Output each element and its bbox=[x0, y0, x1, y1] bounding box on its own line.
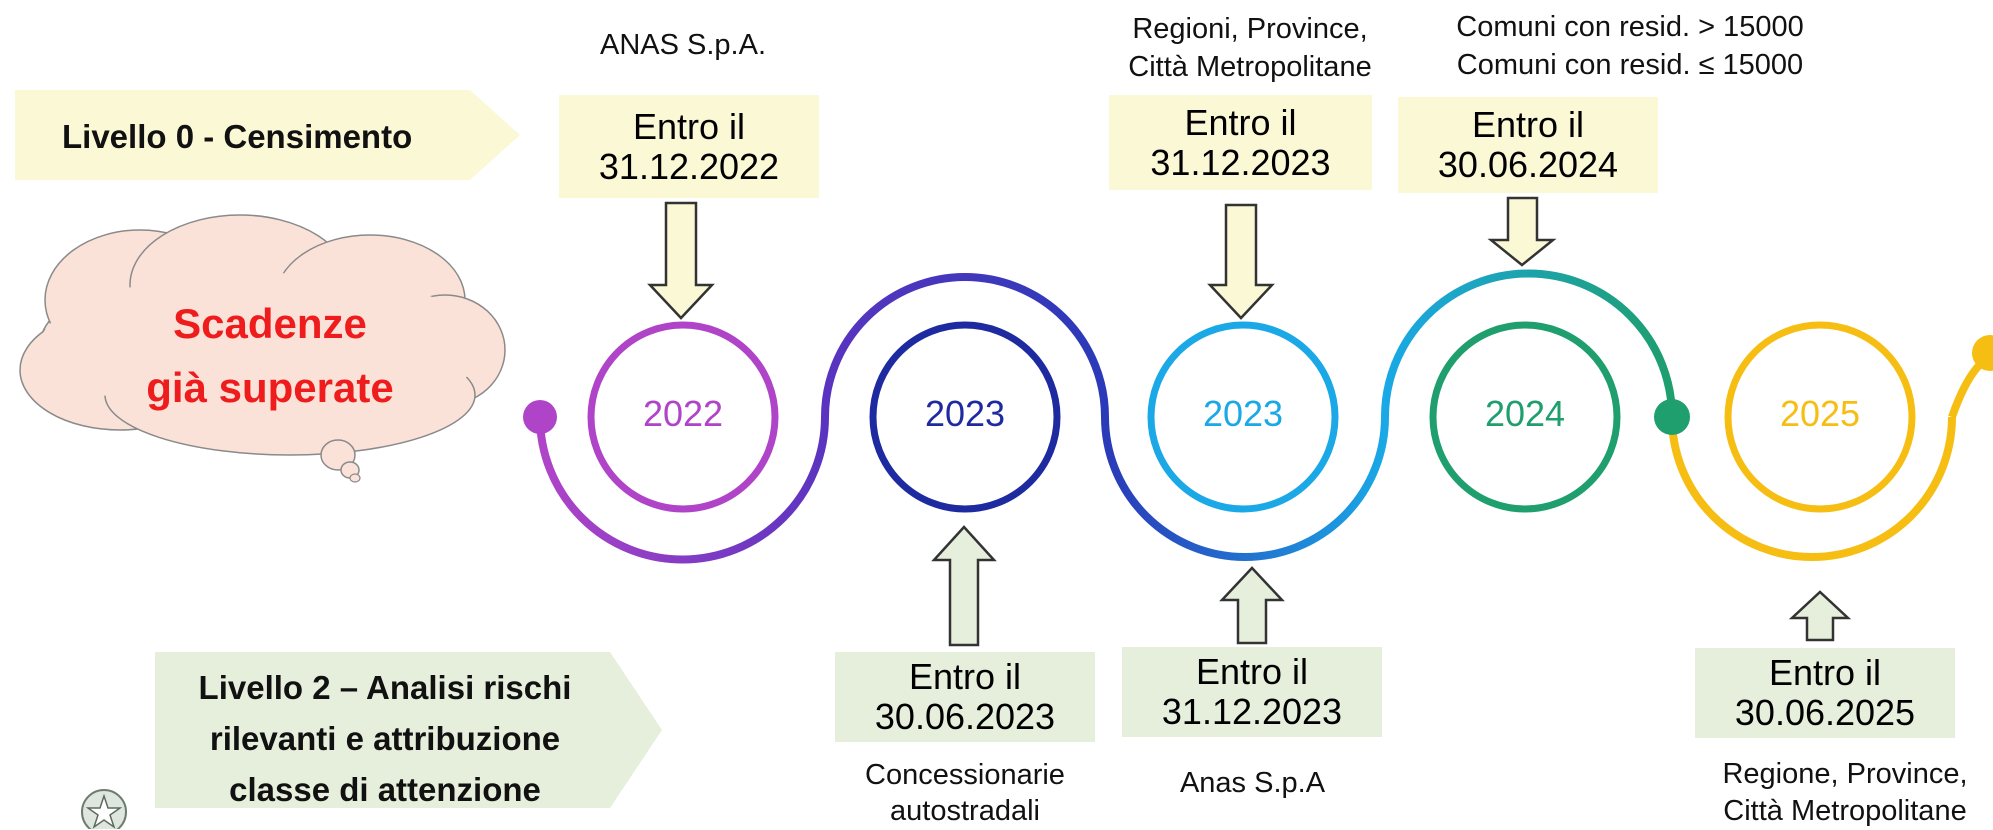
down-arrow-3 bbox=[1487, 196, 1557, 267]
up-arrow-2 bbox=[1219, 566, 1285, 645]
top-deadline-2-line-1: Entro il bbox=[1184, 101, 1297, 143]
top-entity-1: ANAS S.p.A. bbox=[563, 28, 803, 63]
level0-banner bbox=[15, 90, 520, 180]
cloud-line-1: Scadenze bbox=[173, 300, 367, 347]
year-label-2022: 2022 bbox=[642, 393, 724, 434]
timeline-wave-4 bbox=[1381, 269, 1676, 418]
top-entity-2-line-1: Regioni, Province, bbox=[1132, 13, 1368, 45]
bottom-entity-3-line-1: Regione, Province, bbox=[1722, 758, 1968, 790]
level0-label: Livello 0 - Censimento bbox=[62, 118, 413, 155]
bottom-entity-3: Regione, Province, Città Metropolitane bbox=[1700, 756, 1990, 830]
year-circle-2022 bbox=[587, 321, 779, 513]
bottom-deadline-3-line-2: 30.06.2025 bbox=[1734, 692, 1916, 733]
level2-banner bbox=[155, 652, 662, 808]
timeline-end-dot bbox=[1972, 335, 1993, 371]
top-entity-3: Comuni con resid. > 15000 Comuni con res… bbox=[1420, 8, 1840, 84]
cloud-bubble-3 bbox=[349, 473, 361, 483]
top-deadline-1-line-2: 31.12.2022 bbox=[598, 145, 780, 187]
top-deadline-3-line-1: Entro il bbox=[1471, 104, 1585, 145]
top-deadline-1-line-1: Entro il bbox=[632, 105, 746, 147]
up-arrow-3 bbox=[1788, 590, 1852, 642]
year-circle-2025 bbox=[1724, 321, 1916, 513]
bottom-deadline-1-line-1: Entro il bbox=[908, 656, 1022, 697]
level2-line-1: Livello 2 – Analisi rischi bbox=[198, 669, 572, 706]
top-deadline-3-line-2: 30.06.2024 bbox=[1437, 144, 1619, 185]
year-circle-2023b bbox=[1147, 321, 1339, 513]
timeline-wave-3 bbox=[1101, 416, 1389, 561]
up-arrow-1 bbox=[931, 525, 997, 647]
bottom-deadline-1: Entro il 30.06.2023 bbox=[835, 652, 1095, 742]
timeline-wave-2 bbox=[821, 273, 1109, 418]
top-entity-2-line-2: Città Metropolitane bbox=[1128, 51, 1372, 83]
timeline-wave-5 bbox=[1668, 416, 1956, 561]
level2-line-2: rilevanti e attribuzione bbox=[209, 720, 561, 757]
cloud-inner bbox=[40, 273, 490, 417]
bottom-entity-1-line-2: autostradali bbox=[890, 795, 1040, 827]
bottom-entity-3-line-2: Città Metropolitane bbox=[1723, 795, 1967, 827]
cloud-text: Scadenze già superate bbox=[110, 292, 430, 420]
year-circle-2024 bbox=[1429, 321, 1621, 513]
bottom-deadline-2-line-2: 31.12.2023 bbox=[1161, 691, 1343, 732]
bottom-entity-2-line-1: Anas S.p.A bbox=[1179, 767, 1326, 799]
timeline-wave-1 bbox=[536, 416, 829, 564]
down-arrow-1 bbox=[647, 201, 715, 320]
timeline-start-dot bbox=[523, 400, 557, 434]
top-entity-2: Regioni, Province, Città Metropolitane bbox=[1100, 10, 1400, 86]
level2-line-3: classe di attenzione bbox=[229, 771, 541, 808]
top-deadline-3: Entro il 30.06.2024 bbox=[1398, 97, 1658, 193]
timeline-mid-dot bbox=[1654, 399, 1690, 435]
year-label-2025: 2025 bbox=[1779, 393, 1861, 434]
top-deadline-2: Entro il 31.12.2023 bbox=[1109, 95, 1372, 190]
year-label-2024: 2024 bbox=[1484, 393, 1566, 434]
year-label-2023a: 2023 bbox=[924, 393, 1006, 434]
bottom-deadline-2: Entro il 31.12.2023 bbox=[1122, 647, 1382, 737]
bottom-entity-1-line-1: Concessionarie bbox=[865, 759, 1065, 791]
bottom-deadline-1-line-2: 30.06.2023 bbox=[874, 696, 1056, 737]
top-deadline-1: Entro il 31.12.2022 bbox=[559, 95, 819, 198]
down-arrow-2 bbox=[1207, 203, 1275, 320]
bottom-entity-2: Anas S.p.A bbox=[1130, 766, 1375, 801]
bottom-entity-1: Concessionarie autostradali bbox=[815, 757, 1115, 829]
year-label-2023b: 2023 bbox=[1202, 393, 1284, 434]
emblem-icon bbox=[81, 789, 127, 829]
cloud-line-2: già superate bbox=[146, 364, 394, 411]
bottom-deadline-3: Entro il 30.06.2025 bbox=[1695, 648, 1955, 738]
top-entity-3-line-2: Comuni con resid. ≤ 15000 bbox=[1456, 49, 1804, 81]
top-entity-3-line-1: Comuni con resid. > 15000 bbox=[1456, 11, 1804, 43]
top-deadline-2-line-2: 31.12.2023 bbox=[1150, 141, 1331, 183]
bottom-deadline-2-line-1: Entro il bbox=[1195, 651, 1309, 692]
year-circle-2023a bbox=[869, 321, 1061, 513]
bottom-deadline-3-line-1: Entro il bbox=[1768, 652, 1882, 693]
top-entity-1-line-1: ANAS S.p.A. bbox=[599, 29, 766, 61]
level2-label: Livello 2 – Analisi rischi rilevanti e a… bbox=[160, 662, 610, 815]
